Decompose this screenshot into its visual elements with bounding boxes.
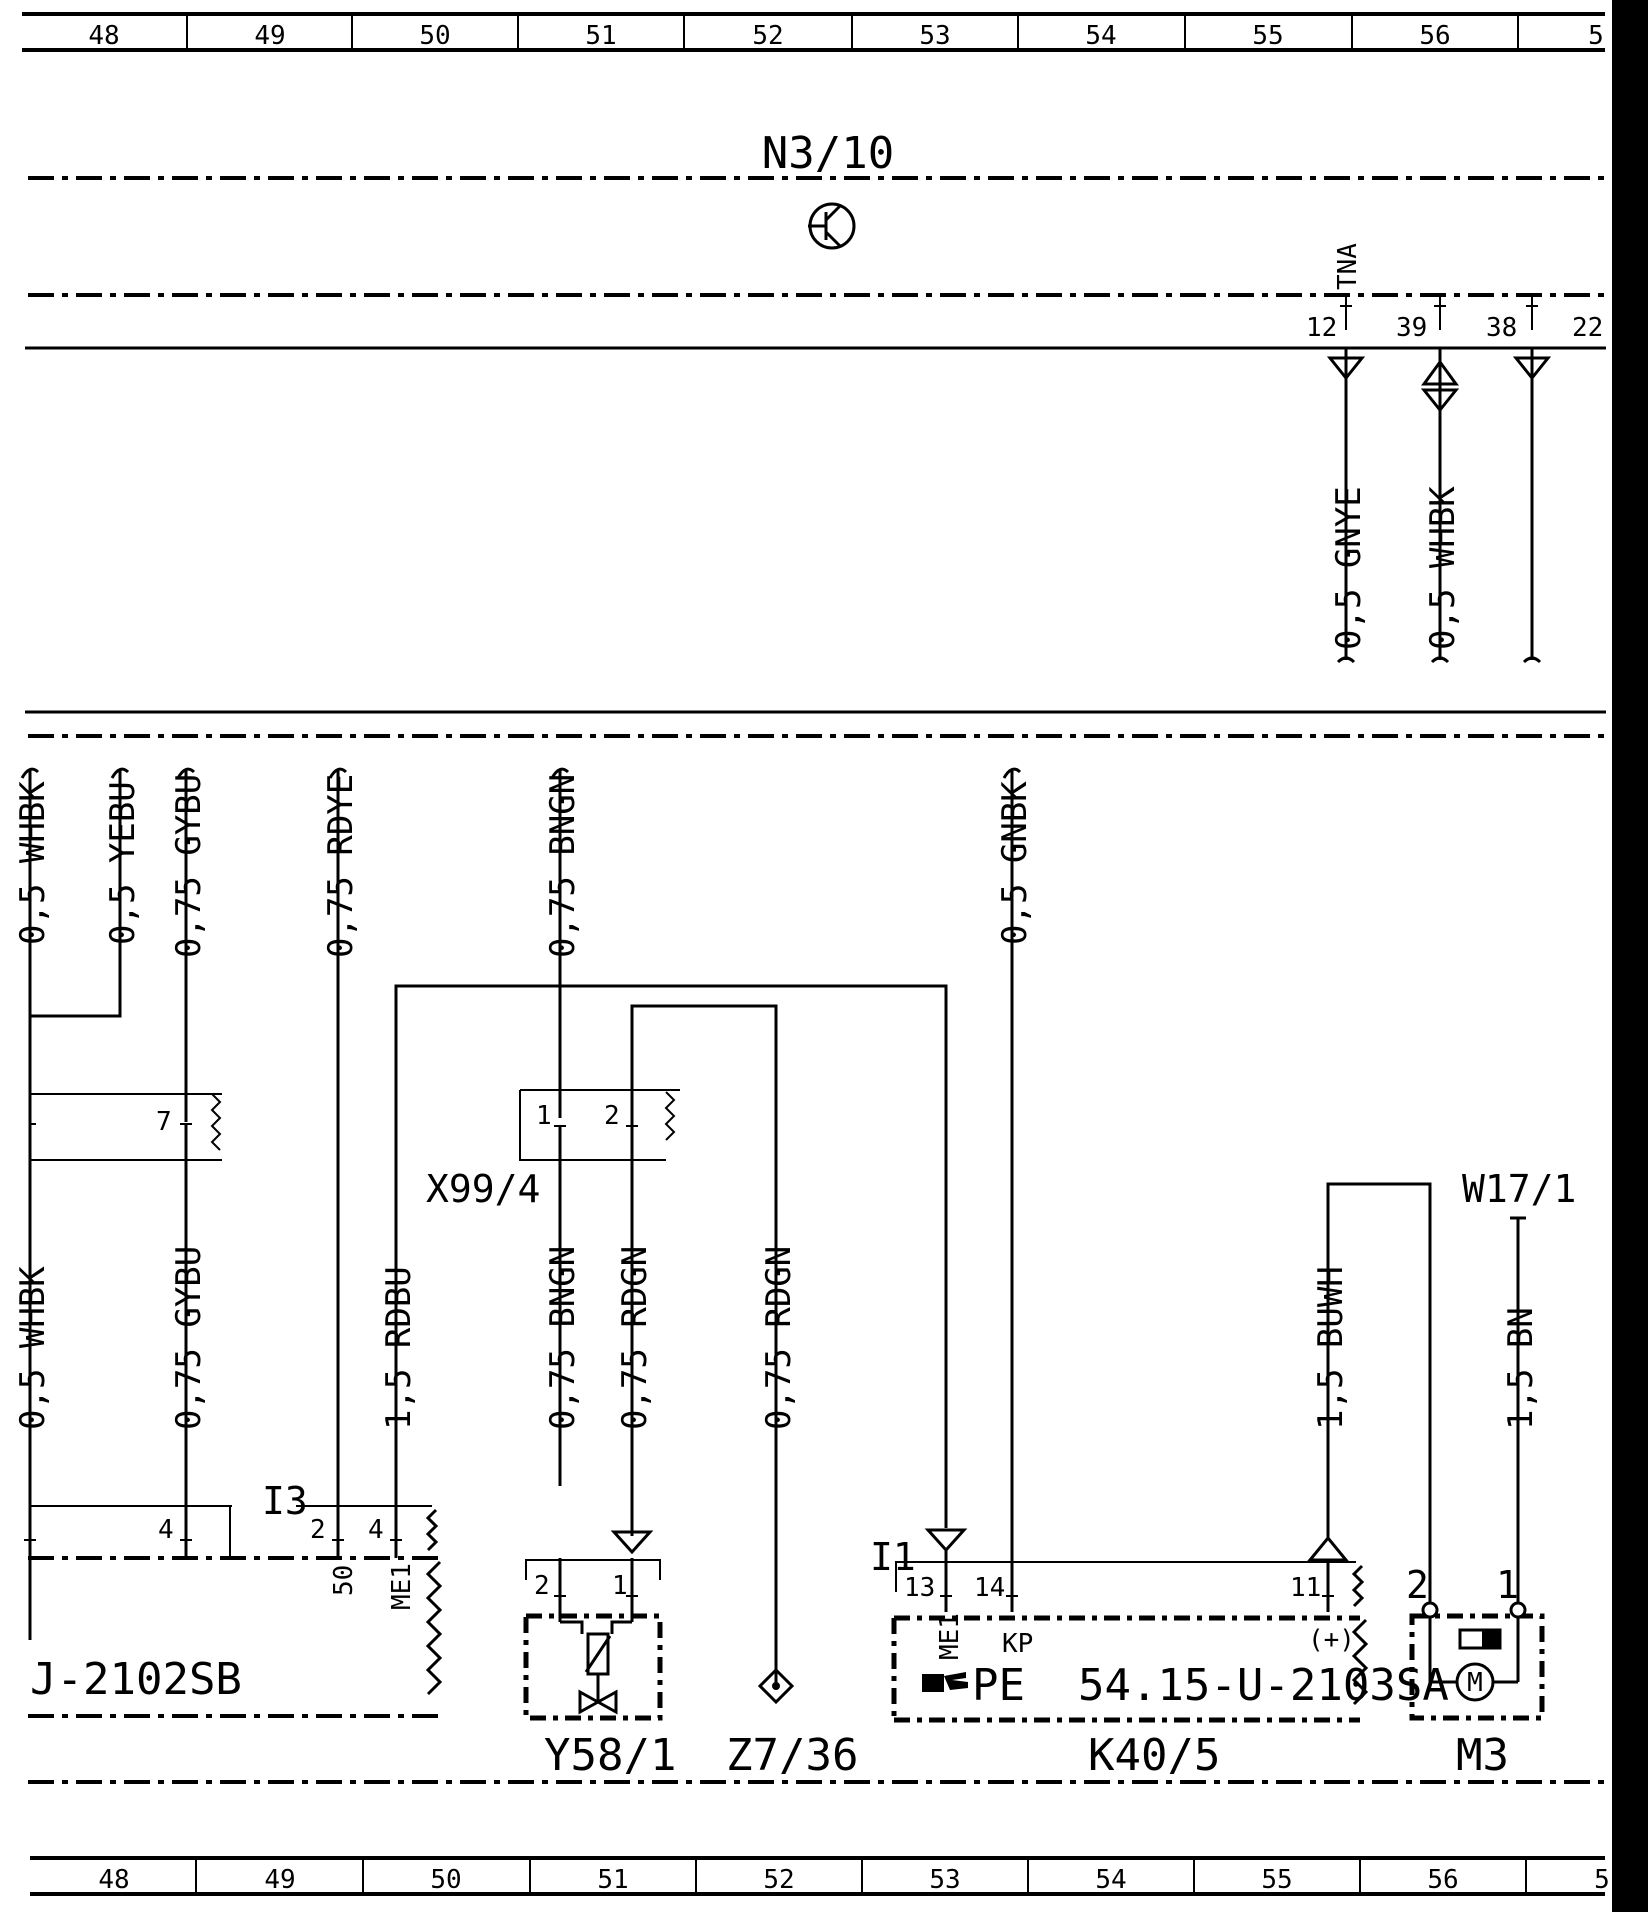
left-connector-7: [30, 1093, 222, 1486]
motor-symbol-letter: M: [1467, 1668, 1483, 1698]
k40-pin-kp: KP: [1002, 1629, 1033, 1659]
wire-label-top-bngn: 0,75 BNGN: [543, 774, 583, 958]
m3-motor-box: [1409, 1601, 1545, 1721]
wire-label-bot-rdgn-1: 0,75 RDGN: [615, 1246, 655, 1430]
col-top-51: 51: [585, 21, 616, 51]
rdbu-loop: [394, 984, 948, 1528]
k40-pin-13: 13: [904, 1573, 935, 1603]
col-bottom-56: 56: [1427, 1865, 1458, 1895]
lower-wire-tops: [20, 767, 1022, 1586]
col-top-57: 5: [1588, 21, 1604, 51]
k40-pin-14: 14: [974, 1573, 1005, 1603]
left-pin-7: 7: [156, 1107, 172, 1137]
x99-pin-1: 1: [536, 1101, 552, 1131]
w17-1-ground: [1510, 1216, 1526, 1610]
col-bottom-48: 48: [98, 1865, 129, 1895]
left-pin-me1: ME1: [387, 1563, 417, 1610]
left-pin-4a: 4: [158, 1515, 174, 1545]
w17-1-label: W17/1: [1462, 1167, 1576, 1211]
k40-pin-11: 11: [1290, 1573, 1321, 1603]
n3-pin-22: 22: [1572, 313, 1603, 343]
wire-label-n3-whbk: 0,5 WHBK: [1423, 486, 1463, 650]
n3-wires: [1326, 348, 1552, 664]
col-top-48: 48: [88, 21, 119, 51]
i1-connector-label: I1: [870, 1535, 916, 1579]
hand-pointer-icon: [922, 1672, 968, 1692]
left-pin-4b: 4: [368, 1515, 384, 1545]
n3-pin-12: 12: [1306, 313, 1337, 343]
col-top-56: 56: [1419, 21, 1450, 51]
wire-label-bot-rdgn-2: 0,75 RDGN: [759, 1246, 799, 1430]
col-bottom-55: 55: [1261, 1865, 1292, 1895]
wire-label-bot-bngn: 0,75 BNGN: [543, 1246, 583, 1430]
n3-pin-38: 38: [1486, 313, 1517, 343]
m3-pin-2: 2: [1406, 1563, 1429, 1607]
col-top-52: 52: [752, 21, 783, 51]
wire-label-top-yebu: 0,5 YEBU: [103, 781, 143, 945]
k40-5-label: K40/5: [1088, 1730, 1220, 1781]
wire-label-top-rdye: 0,75 RDYE: [321, 774, 361, 958]
wire-label-top-gnbk: 0,5 GNBK: [995, 781, 1035, 945]
col-bottom-50: 50: [430, 1865, 461, 1895]
z7-36-splice: [757, 1667, 795, 1705]
wire-label-bot-rdbu: 1,5 RDBU: [379, 1266, 419, 1430]
tna-label: TNA: [1333, 243, 1363, 290]
m3-pin-1: 1: [1496, 1563, 1519, 1607]
wire-label-bot-bn: 1,5 BN: [1501, 1307, 1541, 1430]
x99-pin-2: 2: [604, 1101, 620, 1131]
x99-4-connector: [519, 1089, 680, 1486]
column-ruler-bottom: 48 49 50 51 52 53 54 55 56 5: [30, 1856, 1610, 1896]
motor-icon: [1455, 1662, 1495, 1702]
x99-4-label: X99/4: [426, 1167, 540, 1211]
z7-36-label: Z7/36: [726, 1730, 858, 1781]
left-pin-2: 2: [310, 1515, 326, 1545]
col-bottom-57: 5: [1594, 1865, 1610, 1895]
k40-reference-label: PE 54.15-U-2103SA: [972, 1660, 1449, 1711]
k40-pin-plus: (+): [1308, 1625, 1355, 1655]
col-bottom-54: 54: [1095, 1865, 1126, 1895]
wire-label-bot-buwh: 1,5 BUWH: [1311, 1266, 1351, 1430]
wire-label-top-whbk: 0,5 WHBK: [13, 781, 53, 945]
y58-1-label: Y58/1: [544, 1730, 676, 1781]
y58-pin-1: 1: [612, 1571, 628, 1601]
rdgn-loop: [630, 1004, 778, 1684]
y58-pin-2: 2: [534, 1571, 550, 1601]
left-pin-50: 50: [329, 1565, 359, 1596]
col-bottom-49: 49: [264, 1865, 295, 1895]
n3-pin-39: 39: [1396, 313, 1427, 343]
left-ecu-label: J-2102SB: [30, 1654, 242, 1705]
page-edge-bar: [1612, 0, 1648, 1912]
i3-connector-label: I3: [262, 1479, 308, 1523]
col-top-55: 55: [1252, 21, 1283, 51]
col-bottom-52: 52: [763, 1865, 794, 1895]
m3-label: M3: [1456, 1730, 1509, 1781]
left-ecu-box: [24, 1486, 443, 1718]
y58-1-valve: [523, 1486, 663, 1721]
buwh-loop: [1326, 1182, 1432, 1610]
wire-label-bot-whbk: 0,5 WHBK: [13, 1266, 53, 1430]
col-top-54: 54: [1085, 21, 1116, 51]
wire-label-top-gybu: 0,75 GYBU: [169, 774, 209, 958]
k40-5-relay-box: [891, 1486, 1369, 1723]
transistor-icon: [808, 202, 856, 250]
wire-label-n3-gnye: 0,5 GNYE: [1329, 486, 1369, 650]
col-top-50: 50: [419, 21, 450, 51]
col-top-53: 53: [919, 21, 950, 51]
col-top-49: 49: [254, 21, 285, 51]
column-ruler-top: 48 49 50 51 52 53 54 55 56 5: [22, 12, 1605, 52]
wire-label-bot-gybu: 0,75 GYBU: [169, 1246, 209, 1430]
k40-pin-me1: ME1: [935, 1613, 965, 1660]
n3-10-label: N3/10: [762, 128, 894, 179]
col-bottom-51: 51: [597, 1865, 628, 1895]
col-bottom-53: 53: [929, 1865, 960, 1895]
n3-pin-stubs: [1340, 296, 1538, 330]
yebu-join: [30, 1012, 122, 1018]
